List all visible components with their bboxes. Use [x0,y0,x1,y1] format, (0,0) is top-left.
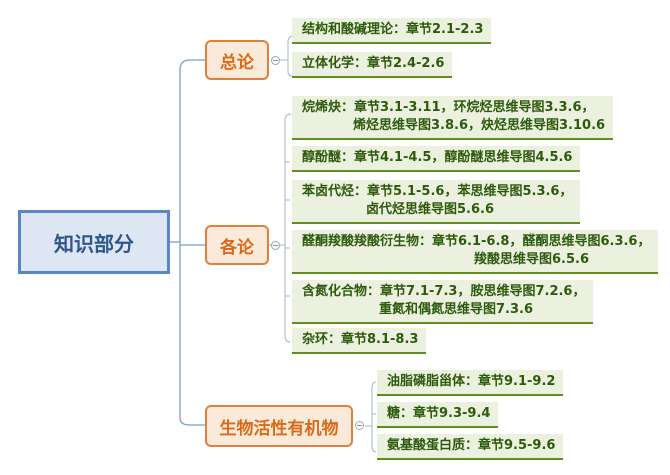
leaf-benzene-haloalkanes[interactable]: 苯卤代烃：章节5.1-5.6，苯思维导图5.3.6， 卤代烃思维导图5.6.6 [292,180,581,224]
leaf-text: 杂环：章节8.1-8.3 [302,332,419,347]
root-node[interactable]: 知识部分 [18,210,170,274]
collapse-icon[interactable] [355,421,364,430]
leaf-text-line-1: 醛酮羧酸羧酸衍生物：章节6.1-6.8，醛酮思维导图6.3.6， [302,234,651,249]
leaf-text-line-2: 卤代烃思维导图5.6.6 [366,202,495,217]
leaf-carbohydrates[interactable]: 糖：章节9.3-9.4 [377,402,499,428]
leaf-alcohols-phenols-ethers[interactable]: 醇酚醚：章节4.1-4.5，醇酚醚思维导图4.5.6 [292,146,581,172]
branch-general[interactable]: 总论 [205,40,269,80]
leaf-amino-acids-proteins[interactable]: 氨基酸蛋白质：章节9.5-9.6 [377,434,564,460]
leaf-text-line-1: 含氮化合物：章节7.1-7.3，胺思维导图7.2.6， [302,284,586,299]
branch-general-label: 总论 [220,52,254,73]
branch-specific-label: 各论 [220,237,254,258]
leaf-text: 氨基酸蛋白质：章节9.5-9.6 [387,438,556,453]
branch-specific[interactable]: 各论 [205,225,269,265]
leaf-stereochemistry[interactable]: 立体化学：章节2.4-2.6 [292,52,453,78]
leaf-nitrogen-compounds[interactable]: 含氮化合物：章节7.1-7.3，胺思维导图7.2.6， 重氮和偶氮思维导图7.3… [292,280,594,324]
leaf-text: 结构和酸碱理论：章节2.1-2.3 [302,22,484,37]
collapse-icon[interactable] [271,241,280,250]
leaf-text: 糖：章节9.3-9.4 [387,406,491,421]
leaf-text-line-1: 烷烯炔：章节3.1-3.11，环烷烃思维导图3.3.6， [302,100,595,115]
leaf-text: 油脂磷脂甾体：章节9.1-9.2 [387,374,556,389]
leaf-structure-acid-base[interactable]: 结构和酸碱理论：章节2.1-2.3 [292,18,492,44]
leaf-alkanes-alkenes-alkynes[interactable]: 烷烯炔：章节3.1-3.11，环烷烃思维导图3.3.6， 烯烃思维导图3.8.6… [292,96,614,140]
leaf-text-line-2: 烯烃思维导图3.8.6，炔烃思维导图3.10.6 [353,118,606,133]
branch-bioactive[interactable]: 生物活性有机物 [205,405,353,447]
collapse-icon[interactable] [271,56,280,65]
root-label: 知识部分 [54,231,134,256]
leaf-text: 醇酚醚：章节4.1-4.5，醇酚醚思维导图4.5.6 [302,150,573,165]
leaf-text-line-2: 重氮和偶氮思维导图7.3.6 [379,302,534,317]
leaf-text: 立体化学：章节2.4-2.6 [302,56,445,71]
leaf-aldehydes-ketones-acids[interactable]: 醛酮羧酸羧酸衍生物：章节6.1-6.8，醛酮思维导图6.3.6， 羧酸思维导图6… [292,230,659,274]
leaf-text-line-2: 羧酸思维导图6.5.6 [474,252,590,267]
leaf-text-line-1: 苯卤代烃：章节5.1-5.6，苯思维导图5.3.6， [302,184,573,199]
leaf-lipids-steroids[interactable]: 油脂磷脂甾体：章节9.1-9.2 [377,370,564,396]
branch-bioactive-label: 生物活性有机物 [219,418,339,439]
leaf-heterocycles[interactable]: 杂环：章节8.1-8.3 [292,328,427,354]
